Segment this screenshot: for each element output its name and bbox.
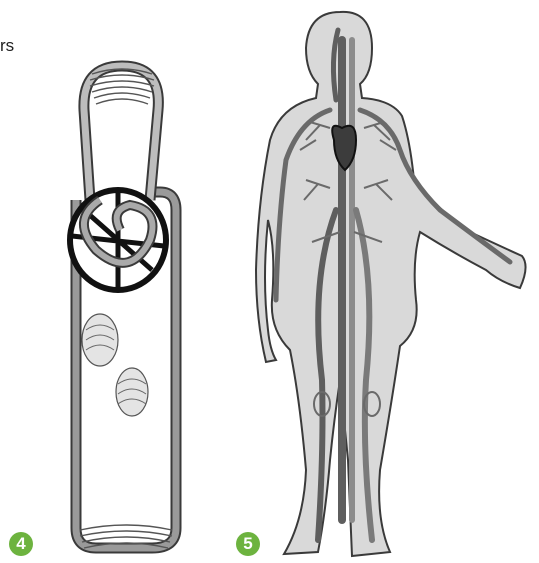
body-silhouette: [256, 12, 526, 556]
panel-number-badge: 4: [9, 532, 33, 556]
panel-number-badge: 5: [236, 532, 260, 556]
